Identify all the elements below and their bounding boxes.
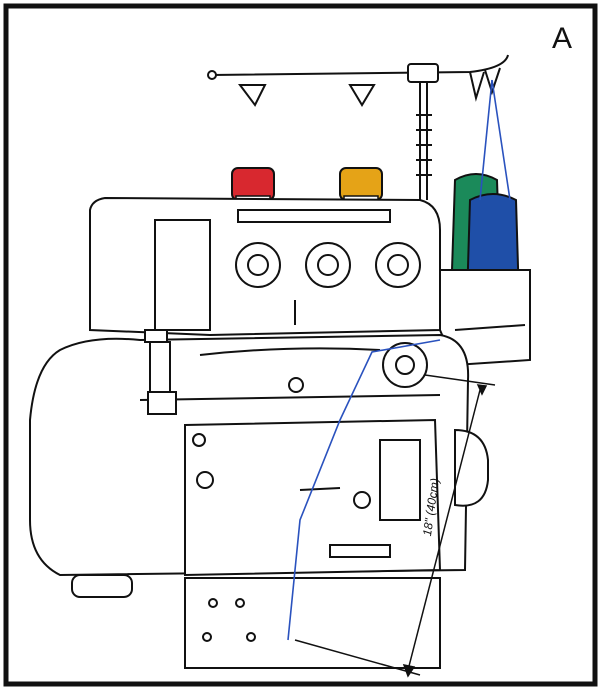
presser-foot — [144, 329, 177, 415]
machine-top-cover — [89, 196, 441, 337]
length-dimension-line — [294, 374, 496, 678]
handwheel — [454, 428, 489, 507]
looper-compartment — [184, 418, 442, 577]
tension-dial — [382, 342, 428, 388]
panel-letter: A — [552, 22, 573, 55]
thread-guide-bar — [207, 54, 509, 200]
thread-path — [287, 79, 511, 641]
machine-foot — [71, 574, 133, 598]
front-cover — [184, 577, 441, 669]
